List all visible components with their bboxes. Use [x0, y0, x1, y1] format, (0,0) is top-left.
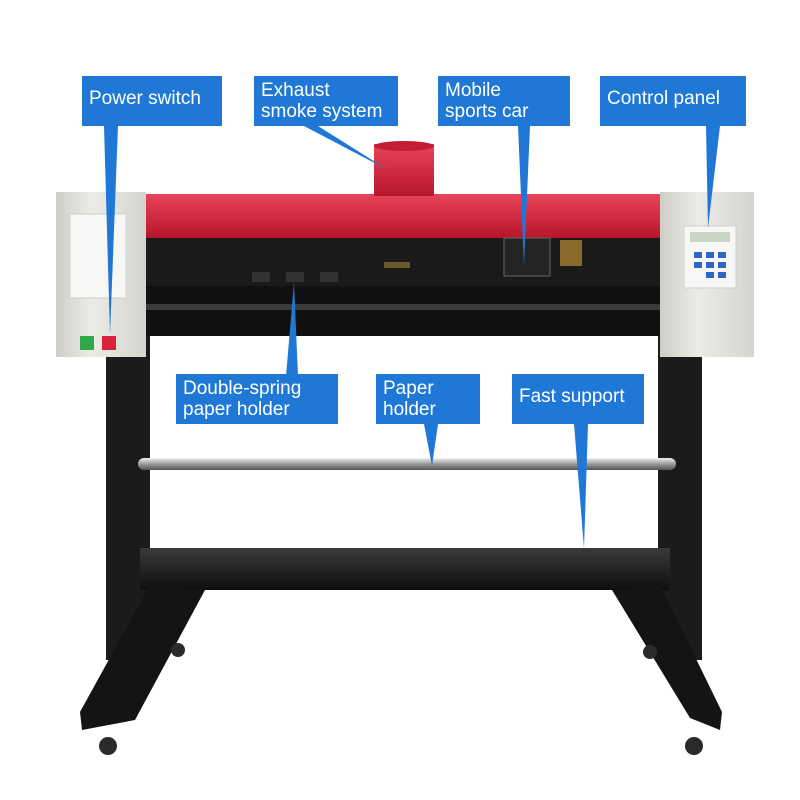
exhaust-label-line2: smoke system [261, 101, 383, 122]
stand-crossbar [140, 548, 670, 590]
fast-support-rod [138, 458, 676, 470]
pointer-mobile [518, 126, 530, 266]
keypad-key [706, 262, 714, 268]
keypad-key [718, 272, 726, 278]
mobile-label-line1: Mobile [445, 80, 501, 101]
laser-head-carriage [503, 237, 582, 277]
paper-holder-callout: Paper holder [376, 374, 480, 424]
caster-right-front [685, 737, 703, 755]
exhaust-pipe-top [374, 141, 434, 151]
mobile-sports-car-callout: Mobile sports car [438, 76, 570, 126]
carriage-mount [560, 240, 582, 266]
power-switch-label: Power switch [89, 88, 201, 109]
exhaust-callout: Exhaust smoke system [254, 76, 398, 126]
paper-holder-label-line2: holder [383, 399, 436, 420]
caster-right-back [643, 645, 657, 659]
stand-foot-left [80, 585, 205, 730]
carriage-block [503, 237, 551, 277]
power-switches [80, 336, 116, 350]
pointer-exhaust [304, 126, 388, 170]
control-screen [690, 232, 730, 242]
keypad-key [706, 272, 714, 278]
double-spring-label-line1: Double-spring [183, 378, 302, 399]
instruction-label [69, 213, 127, 299]
mobile-label-line2: sports car [445, 101, 529, 122]
exhaust-label-line1: Exhaust [261, 80, 330, 101]
caster-left-front [99, 737, 117, 755]
cutting-bed-strip [384, 262, 410, 268]
paper-holder-clip-2 [286, 272, 304, 282]
exhaust-chimney [374, 141, 434, 196]
callout-pointers [104, 126, 720, 548]
control-panel-callout: Control panel [600, 76, 746, 126]
control-panel-device [683, 225, 737, 289]
power-switch-red-icon [102, 336, 116, 350]
paper-holder-label-line1: Paper [383, 378, 434, 399]
power-switch-callout: Power switch [82, 76, 222, 126]
keypad-key [718, 252, 726, 258]
stand [80, 330, 722, 755]
fast-support-label: Fast support [519, 386, 625, 407]
double-spring-callout: Double-spring paper holder [176, 374, 338, 424]
top-cover [146, 194, 660, 238]
pointer-fast-support [574, 424, 588, 548]
double-spring-label-line2: paper holder [183, 399, 290, 420]
paper-holder-clip-3 [320, 272, 338, 282]
keypad-key [706, 252, 714, 258]
keypad-key [694, 252, 702, 258]
paper-holders [252, 272, 338, 282]
machine-body [56, 192, 754, 357]
paper-holder-clip-1 [252, 272, 270, 282]
caster-left-back [171, 643, 185, 657]
power-switch-green-icon [80, 336, 94, 350]
front-roller-edge [146, 304, 660, 310]
pointer-control-panel [706, 126, 720, 228]
stand-foot-right [612, 585, 722, 730]
pointer-power-switch [104, 126, 118, 335]
pointer-paper-holder [424, 424, 438, 466]
front-roller [146, 286, 660, 336]
exhaust-pipe [374, 144, 434, 196]
pointer-double-spring [286, 282, 298, 376]
keypad-key [718, 262, 726, 268]
control-panel-label: Control panel [607, 88, 721, 109]
keypad-key [694, 262, 702, 268]
fast-support-callout: Fast support [512, 374, 644, 424]
